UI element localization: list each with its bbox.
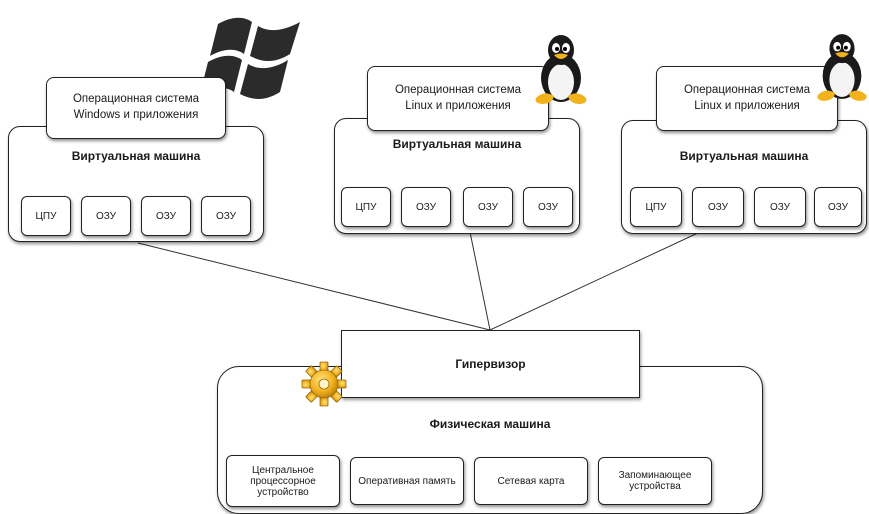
- connector-vm2: [469, 231, 491, 331]
- ram-block: ОЗУ: [814, 187, 862, 227]
- vm-title: Виртуальная машина: [679, 149, 809, 163]
- ram-block: ОЗУ: [692, 187, 744, 227]
- storage-device: Запоминающее устройства: [598, 457, 712, 505]
- cpu-block: ЦПУ: [21, 196, 71, 236]
- ram-block: ОЗУ: [141, 196, 191, 236]
- ram-device: Оперативная память: [350, 457, 464, 505]
- tux-penguin-icon: [535, 35, 587, 104]
- tux-penguin-icon: [817, 34, 867, 101]
- os-box-linux-2: Операционная система Linux и приложения: [656, 66, 838, 131]
- os-box-linux-1: Операционная система Linux и приложения: [367, 66, 549, 131]
- ram-block: ОЗУ: [81, 196, 131, 236]
- physical-machine-title: Физическая машина: [429, 417, 551, 431]
- vm-windows: Виртуальная машина ЦПУ ОЗУ ОЗУ ОЗУ: [8, 126, 264, 242]
- cpu-block: ЦПУ: [630, 187, 682, 227]
- os-box-windows: Операционная система Windows и приложени…: [46, 77, 226, 139]
- cpu-block: ЦПУ: [341, 187, 391, 227]
- hypervisor-box: Гипервизор: [341, 330, 640, 398]
- connector-vm3: [489, 231, 701, 331]
- hypervisor-label: Гипервизор: [455, 357, 526, 371]
- connector-vm1: [137, 242, 491, 331]
- windows-logo-icon: [200, 17, 300, 99]
- vm-title: Виртуальная машина: [392, 137, 522, 151]
- cpu-device: Центральное процессорное устройство: [226, 455, 340, 507]
- vm-title: Виртуальная машина: [71, 149, 201, 163]
- network-card: Сетевая карта: [474, 457, 588, 505]
- vm-linux-1: Виртуальная машина ЦПУ ОЗУ ОЗУ ОЗУ: [334, 118, 580, 234]
- ram-block: ОЗУ: [463, 187, 513, 227]
- ram-block: ОЗУ: [401, 187, 451, 227]
- vm-linux-2: Виртуальная машина ЦПУ ОЗУ ОЗУ ОЗУ: [621, 120, 867, 234]
- ram-block: ОЗУ: [754, 187, 806, 227]
- ram-block: ОЗУ: [201, 196, 251, 236]
- ram-block: ОЗУ: [523, 187, 573, 227]
- gear-icon: [301, 361, 347, 407]
